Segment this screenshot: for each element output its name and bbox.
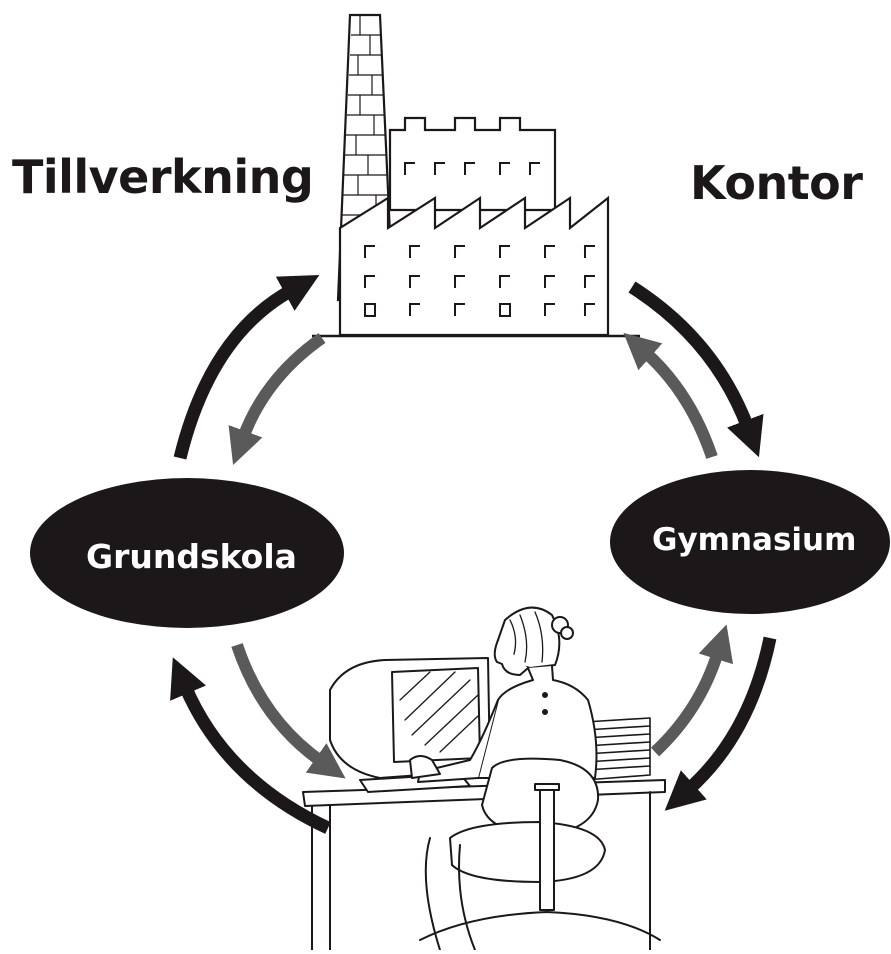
grundskola-label: Grundskola (86, 537, 297, 576)
arrow-grundskola-to-tillverkning (173, 274, 320, 460)
arrow-gymnasium-to-office (664, 636, 777, 811)
arrow-office-to-grundskola (170, 657, 331, 834)
arrow-office-to-gymnasium (650, 624, 734, 757)
heading-tillverkning: Tillverkning (12, 150, 314, 204)
arrow-kontor-to-gymnasium (628, 281, 764, 458)
heading-kontor: Kontor (690, 156, 863, 210)
factory-illustration (312, 13, 640, 338)
office-worker-illustration (302, 606, 666, 951)
gymnasium-label: Gymnasium (652, 522, 857, 558)
arrow-tillverkning-to-grundskola (228, 333, 326, 466)
arrow-gymnasium-to-kontor (623, 332, 718, 459)
grundskola-node (30, 478, 344, 628)
arrow-grundskola-to-office (231, 643, 346, 779)
gymnasium-node (610, 470, 890, 614)
